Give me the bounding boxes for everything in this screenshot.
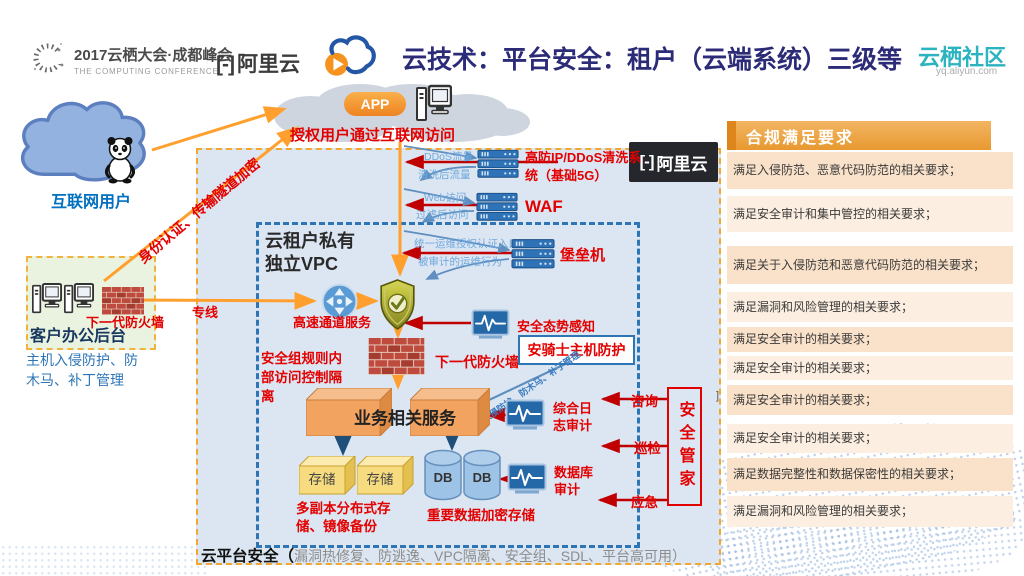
- bastion-label: 堡垒机: [560, 247, 606, 264]
- db-label: DB: [472, 470, 492, 485]
- vpc-label: 云租户私有独立VPC: [265, 231, 355, 274]
- situation-label: 安全态势感知: [517, 319, 596, 334]
- decor-wave-bottom-left: [0, 544, 210, 576]
- stray-mark: ]: [716, 390, 720, 402]
- storage-label: 存储: [308, 472, 336, 487]
- desktop-computer-icon: [416, 84, 452, 124]
- aliyun-box-text: 阿里云: [656, 154, 708, 174]
- panda-icon: [100, 136, 140, 184]
- internet-access-caption: 授权用户通过互联网访问: [290, 127, 456, 144]
- aliyun-bracket-icon: [-]: [216, 53, 235, 76]
- flow-web-in: Web访问: [424, 192, 467, 204]
- flow-ops-in: 统一运维授权认证入口: [414, 238, 519, 250]
- compliance-row: 满足安全审计的相关要求；: [727, 327, 1013, 352]
- office-note: 主机入侵防护、防木马、补丁管理: [26, 352, 138, 389]
- db-label: DB: [433, 470, 453, 485]
- bastion-server-icon: [511, 237, 555, 271]
- waf-server-icon: [476, 191, 518, 223]
- yunqi-cloud-logo-icon: [322, 34, 376, 78]
- desktop-computer-icon: [32, 282, 62, 316]
- butler-item-inspect: 巡检: [634, 441, 661, 456]
- leased-line-label: 专线: [192, 305, 219, 320]
- community-url: yq.aliyun.com: [936, 66, 998, 77]
- compliance-row: 满足安全审计的相关要求；: [727, 424, 1013, 453]
- compliance-row: 满足安全审计的相关要求；: [727, 385, 1013, 415]
- compliance-row: 满足安全审计的相关要求；: [727, 356, 1013, 380]
- storage-box-icon: [357, 456, 414, 495]
- security-butler-label: 安全管家: [676, 400, 694, 493]
- aliyun-bracket-icon: [-]: [639, 152, 655, 171]
- flow-ops-out: 被审计的运维行为: [418, 256, 502, 268]
- compliance-row: 满足数据完整性和数据保密性的相关要求；: [727, 458, 1013, 491]
- desktop-computer-icon: [64, 282, 94, 316]
- conference-subtitle: THE COMPUTING CONFERENCE: [74, 67, 219, 76]
- compliance-row: 满足漏洞和风险管理的相关要求；: [727, 496, 1013, 527]
- office-title: 客户办公后台: [30, 328, 127, 345]
- compliance-header-accent: [727, 121, 736, 150]
- anti-ddos-label: 高防IP/DDoS清洗系统（基础5G）: [525, 150, 642, 183]
- community-name: 云栖社区: [918, 45, 1007, 70]
- shield-check-icon: [379, 279, 416, 330]
- storage-box-icon: [299, 456, 356, 495]
- db-audit-label: 数据库审计: [554, 465, 594, 497]
- platform-security-items: 漏洞热修复、防逃逸、VPC隔离、安全组、SDL、平台高可用）: [294, 548, 687, 564]
- ngfw-label: 下一代防火墙: [435, 354, 519, 370]
- compliance-row: 满足安全审计和集中管控的相关要求；: [727, 196, 1013, 232]
- conference-title: 2017云栖大会·成都峰会: [74, 47, 233, 64]
- compliance-row: 满足关于入侵防范和恶意代码防范的相关要求；: [727, 246, 1013, 284]
- express-link-label: 高速通道服务: [293, 315, 372, 330]
- internet-user-label: 互联网用户: [50, 194, 131, 211]
- business-service-box-icon: [306, 388, 392, 436]
- compliance-row: 满足入侵防范、恶意代码防范的相关要求；: [727, 152, 1013, 189]
- platform-security-bold: 云平台安全（: [201, 548, 295, 565]
- security-butler-box: 安全管家: [667, 387, 702, 506]
- log-audit-monitor-icon: [505, 399, 545, 431]
- compliance-header: 合规满足要求: [736, 121, 991, 150]
- flow-ddos-out: 清洗后流量: [418, 169, 471, 181]
- business-service-label: 业务相关服务: [354, 409, 456, 428]
- db-note: 重要数据加密存储: [427, 508, 535, 523]
- db-audit-monitor-icon: [507, 463, 547, 495]
- compliance-row: 满足漏洞和风险管理的相关要求；: [727, 292, 1013, 322]
- waf-label: WAF: [525, 197, 563, 216]
- page-title: 云技术：平台安全：租户（云端系统）三级等: [402, 46, 903, 74]
- butler-item-emergency: 应急: [631, 495, 658, 510]
- ngfw-brick-icon: [367, 338, 426, 375]
- situation-monitor-icon: [471, 309, 510, 340]
- butler-item-consult: 咨询: [631, 394, 658, 409]
- platform-security-caption: 云平台安全（漏洞热修复、防逃逸、VPC隔离、安全组、SDL、平台高可用）: [201, 544, 686, 566]
- anti-ddos-server-icon: [477, 148, 519, 180]
- aliyun-dark-logo-box: [-]阿里云: [629, 142, 718, 182]
- aliyun-logo: [-]阿里云: [216, 48, 300, 78]
- security-group-note: 安全组规则内部访问控制隔离: [261, 351, 342, 404]
- storage-note: 多副本分布式存储、镜像备份: [296, 501, 391, 535]
- aliyun-logo-text: 阿里云: [236, 53, 300, 76]
- storage-label: 存储: [366, 472, 394, 487]
- office-firewall-label: 下一代防火墙: [86, 315, 165, 330]
- flow-web-out: 过滤后访问: [416, 209, 469, 221]
- conference-logo-icon: [28, 38, 68, 78]
- app-badge: APP: [344, 92, 406, 116]
- log-audit-label: 综合日志审计: [553, 401, 593, 433]
- flow-ddos-in: DDoS流量: [424, 151, 474, 163]
- vpc-box: [256, 222, 640, 548]
